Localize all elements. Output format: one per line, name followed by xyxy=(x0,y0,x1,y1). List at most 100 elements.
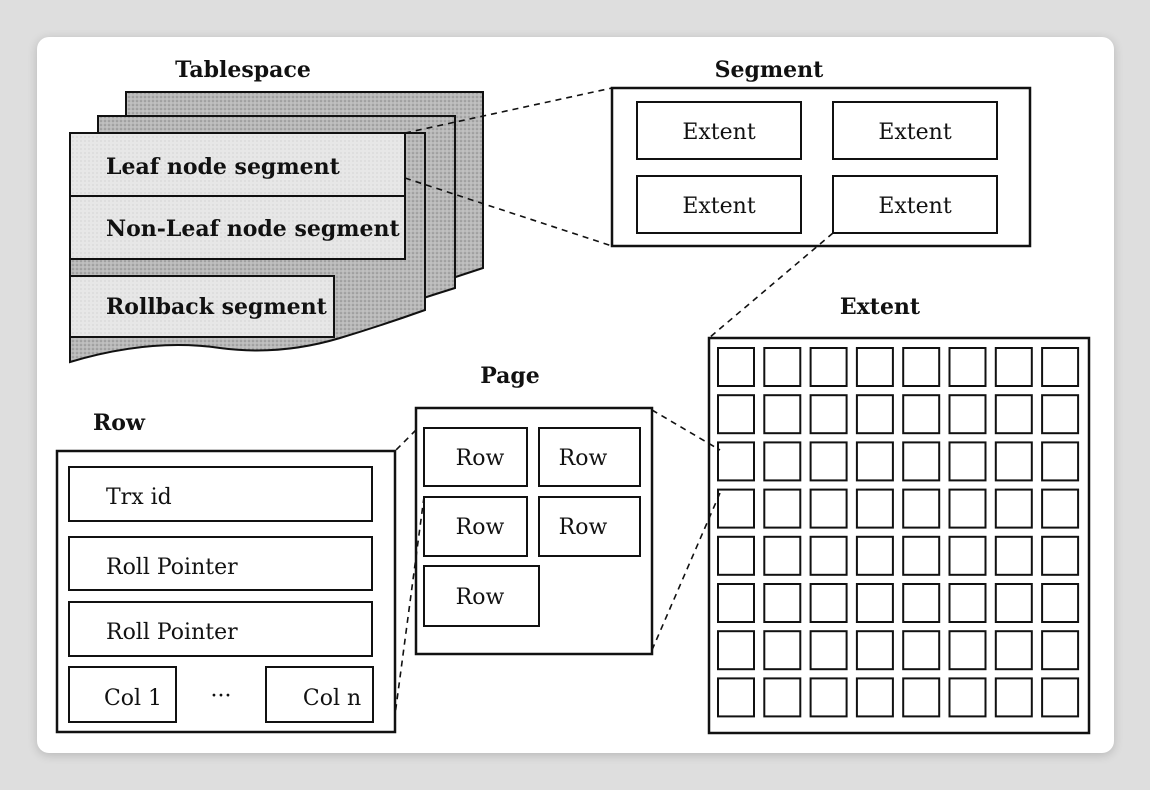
extent-page-grid xyxy=(717,347,1080,718)
extent-page-cell xyxy=(763,535,802,576)
tablespace-stack: Leaf node segment Non-Leaf node segment … xyxy=(69,91,484,364)
extent-page-cell xyxy=(902,488,941,529)
page-row-label: Row xyxy=(456,446,505,471)
extent-to-page-top-connector xyxy=(651,409,721,451)
tablespace-to-segment-bottom-connector xyxy=(404,177,613,247)
extent-page-cell xyxy=(717,347,755,387)
roll-pointer-label: Roll Pointer xyxy=(106,620,238,645)
extent-page-cell xyxy=(763,347,802,387)
extent-page-cell xyxy=(948,347,987,387)
page-row-cell xyxy=(538,427,641,487)
extent-page-cell xyxy=(855,630,894,671)
page-row-label: Row xyxy=(559,515,608,540)
page-row-label: Row xyxy=(559,446,608,471)
col-n-field xyxy=(265,666,374,723)
extent-page-cell xyxy=(763,394,802,435)
extent-page-cell xyxy=(763,488,802,529)
page-title: Page xyxy=(480,363,540,389)
segment-extent-cell xyxy=(636,101,802,160)
extent-page-cell xyxy=(809,488,848,529)
roll-pointer-label: Roll Pointer xyxy=(106,555,238,580)
leaf-node-segment-band xyxy=(69,132,406,197)
non-leaf-node-segment-label: Non-Leaf node segment xyxy=(106,216,400,242)
page-row-cell xyxy=(423,496,528,557)
segment-extent-label: Extent xyxy=(682,120,755,145)
extent-page-cell xyxy=(855,583,894,623)
extent-page-cell xyxy=(994,394,1033,435)
extent-page-cell xyxy=(994,535,1033,576)
tablespace-title: Tablespace xyxy=(175,57,311,83)
extent-page-cell xyxy=(948,488,987,529)
rollback-segment-label: Rollback segment xyxy=(106,294,328,320)
segment-extent-label: Extent xyxy=(878,120,951,145)
row-title: Row xyxy=(93,410,146,436)
extent-page-cell xyxy=(763,441,802,482)
extent-page-cell xyxy=(855,394,894,435)
extent-page-cell xyxy=(717,441,755,482)
extent-page-cell xyxy=(1041,630,1080,671)
extent-page-cell xyxy=(948,677,987,718)
extent-page-cell xyxy=(902,630,941,671)
extent-page-cell xyxy=(1041,583,1080,623)
roll-pointer-field xyxy=(68,601,373,657)
page-row-cell xyxy=(423,427,528,487)
extent-page-cell xyxy=(902,677,941,718)
extent-page-cell xyxy=(763,630,802,671)
page-row-label: Row xyxy=(456,585,505,610)
extent-page-cell xyxy=(717,394,755,435)
extent-page-cell xyxy=(902,583,941,623)
extent-page-cell xyxy=(1041,441,1080,482)
extent-page-cell xyxy=(809,394,848,435)
extent-page-cell xyxy=(902,441,941,482)
extent-page-cell xyxy=(763,677,802,718)
extent-page-cell xyxy=(717,488,755,529)
extent-page-cell xyxy=(763,583,802,623)
extent-page-cell xyxy=(948,441,987,482)
trx-id-field xyxy=(68,466,373,522)
col-n-label: Col n xyxy=(303,686,361,711)
extent-page-cell xyxy=(1041,347,1080,387)
extent-page-cell xyxy=(855,488,894,529)
extent-page-cell xyxy=(1041,535,1080,576)
extent-page-cell xyxy=(902,394,941,435)
extent-page-cell xyxy=(902,535,941,576)
segment-extent-cell xyxy=(832,175,998,234)
leaf-node-segment-label: Leaf node segment xyxy=(106,154,341,180)
roll-pointer-field xyxy=(68,536,373,591)
extent-page-cell xyxy=(717,583,755,623)
extent-page-cell xyxy=(809,583,848,623)
extent-page-cell xyxy=(717,535,755,576)
col-1-field xyxy=(68,666,177,723)
segment-extent-label: Extent xyxy=(878,194,951,219)
segment-extent-cell xyxy=(636,175,802,234)
tablespace-to-segment-top-connector xyxy=(404,87,613,134)
page-to-row-bottom-connector xyxy=(394,496,425,716)
segment-extent-label: Extent xyxy=(682,194,755,219)
extent-page-cell xyxy=(1041,677,1080,718)
extent-page-cell xyxy=(717,677,755,718)
segment-extent-cell xyxy=(832,101,998,160)
extent-page-cell xyxy=(994,677,1033,718)
extent-page-cell xyxy=(717,630,755,671)
page-to-row-top-connector xyxy=(394,429,417,452)
extent-page-cell xyxy=(855,535,894,576)
page-row-cell xyxy=(423,565,540,627)
extent-title: Extent xyxy=(840,294,921,320)
extent-page-cell xyxy=(948,535,987,576)
extent-page-cell xyxy=(994,583,1033,623)
zoom-connectors xyxy=(394,87,834,716)
extent-page-cell xyxy=(1041,488,1080,529)
extent-page-cell xyxy=(855,677,894,718)
extent-page-cell xyxy=(809,630,848,671)
extent-page-cell xyxy=(1041,394,1080,435)
extent-page-cell xyxy=(809,441,848,482)
segment-to-extent-connector xyxy=(708,232,834,339)
page-row-cell xyxy=(538,496,641,557)
page-row-label: Row xyxy=(456,515,505,540)
extent-page-cell xyxy=(994,488,1033,529)
extent-page-cell xyxy=(809,535,848,576)
extent-page-cell xyxy=(994,441,1033,482)
extent-page-cell xyxy=(948,583,987,623)
trx-id-label: Trx id xyxy=(106,485,172,510)
